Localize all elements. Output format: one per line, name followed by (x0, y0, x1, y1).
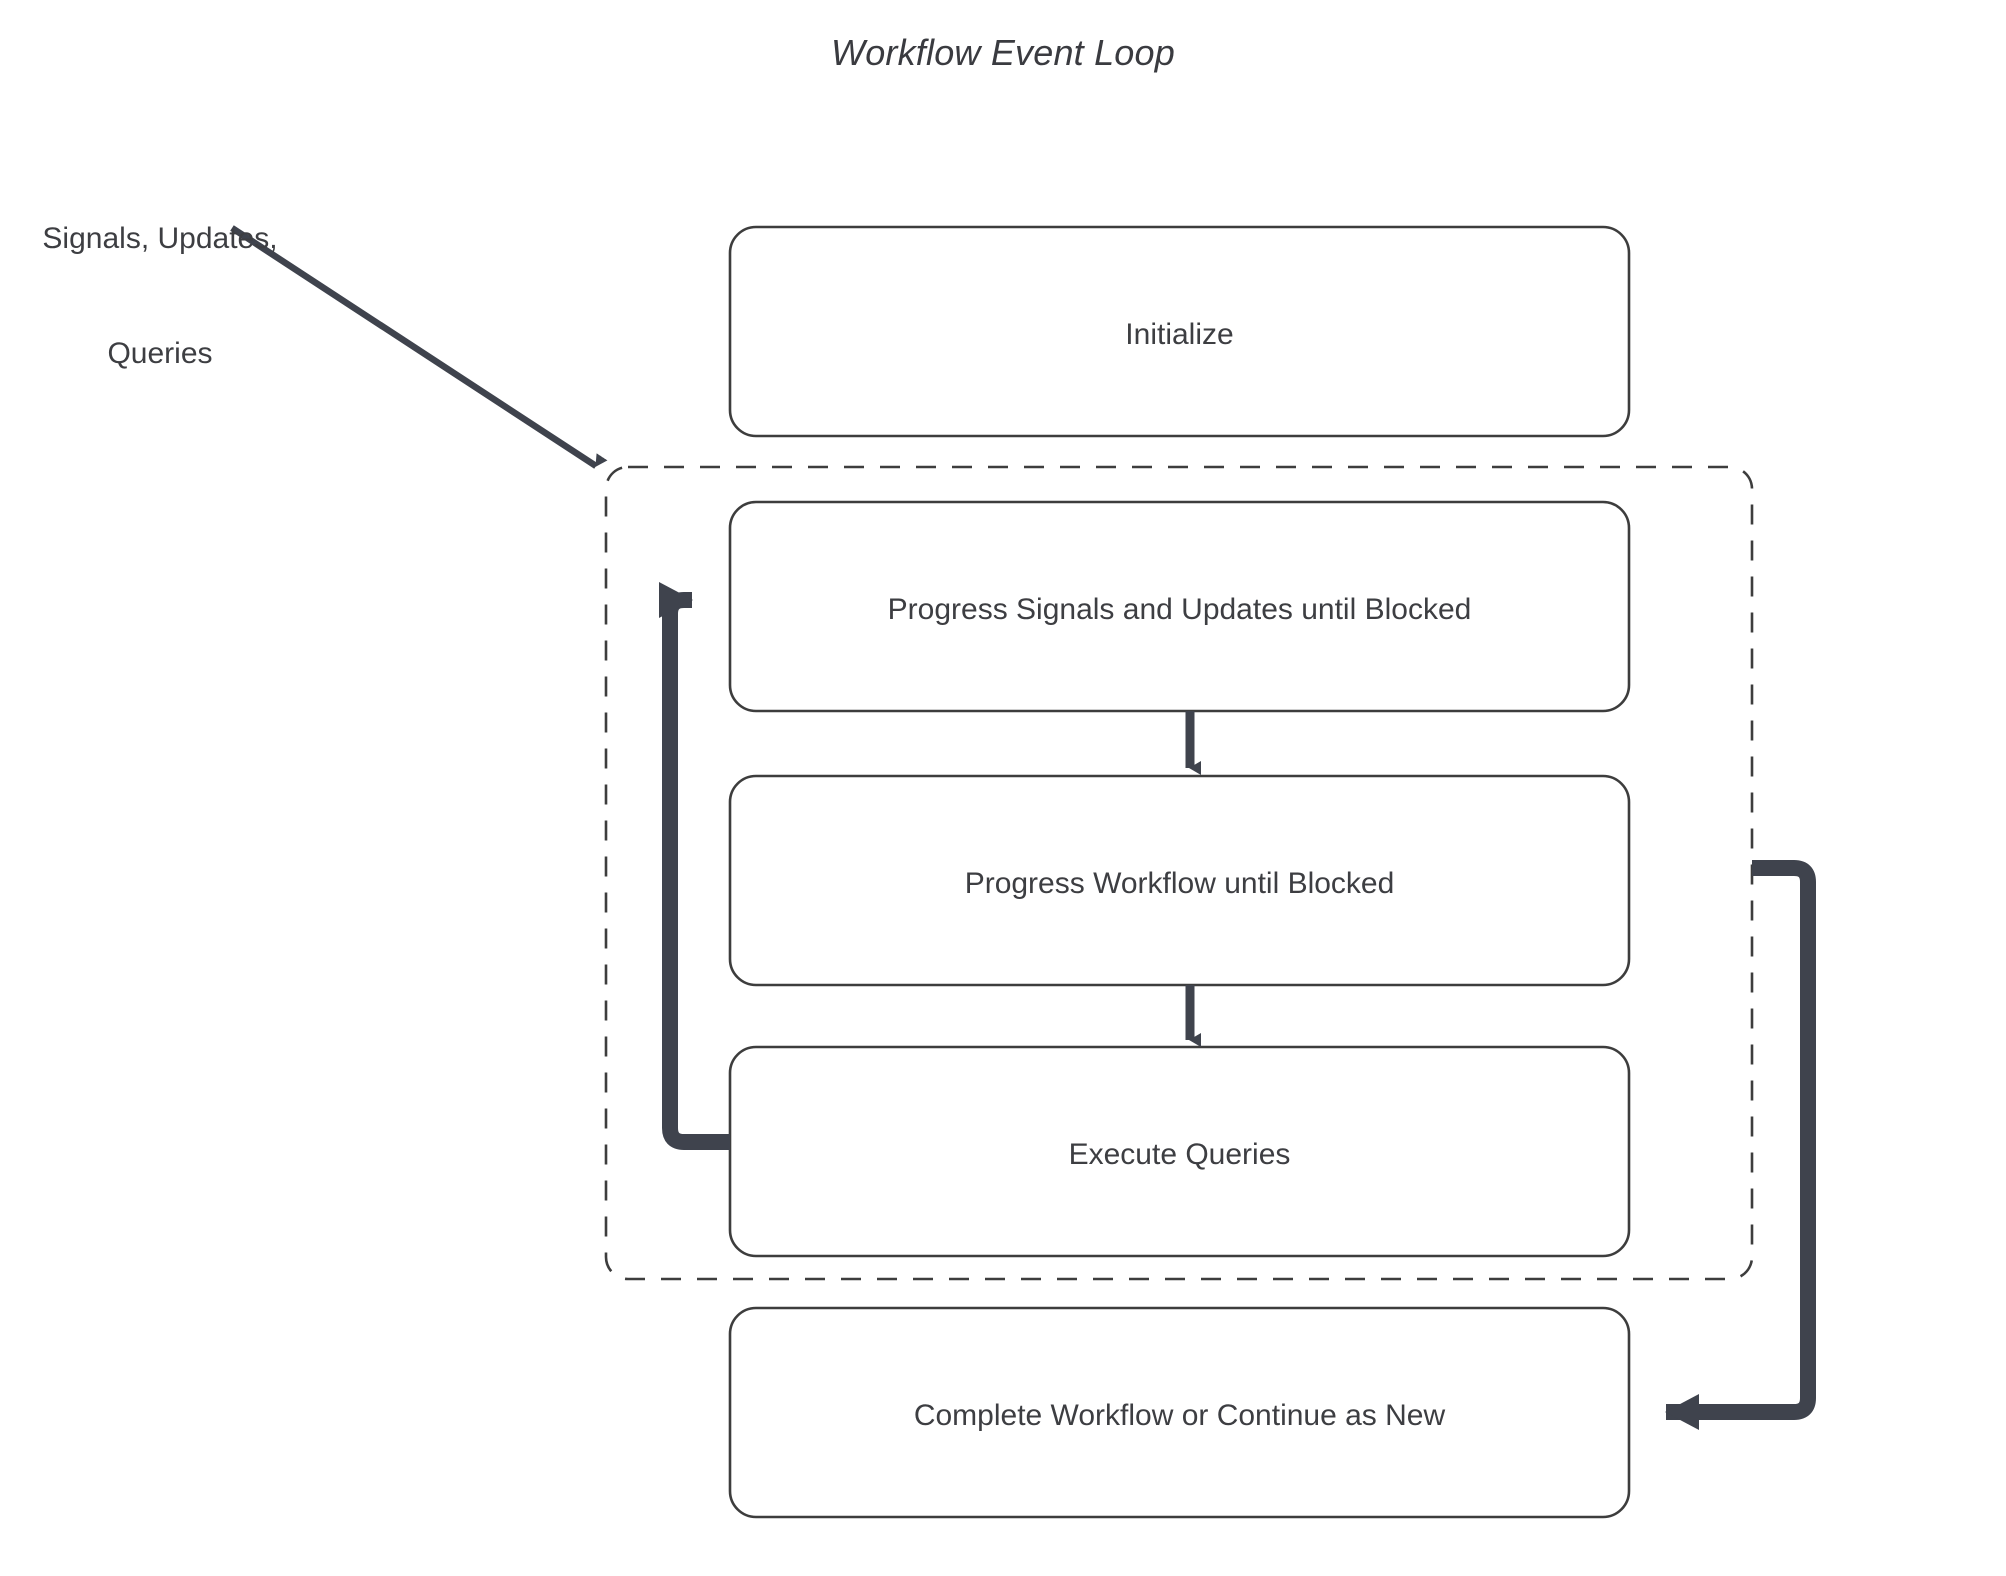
node-box-progress-workflow[interactable] (728, 774, 1631, 987)
edge-loopback-arrow (659, 582, 730, 1150)
node-box-initialize[interactable] (728, 225, 1631, 438)
edge-external-input-arrow (230, 225, 608, 469)
node-box-complete-workflow[interactable] (728, 1306, 1631, 1519)
node-box-execute-queries[interactable] (728, 1045, 1631, 1258)
edge-exit-arrow (1665, 860, 1816, 1430)
node-box-progress-signals[interactable] (728, 500, 1631, 713)
